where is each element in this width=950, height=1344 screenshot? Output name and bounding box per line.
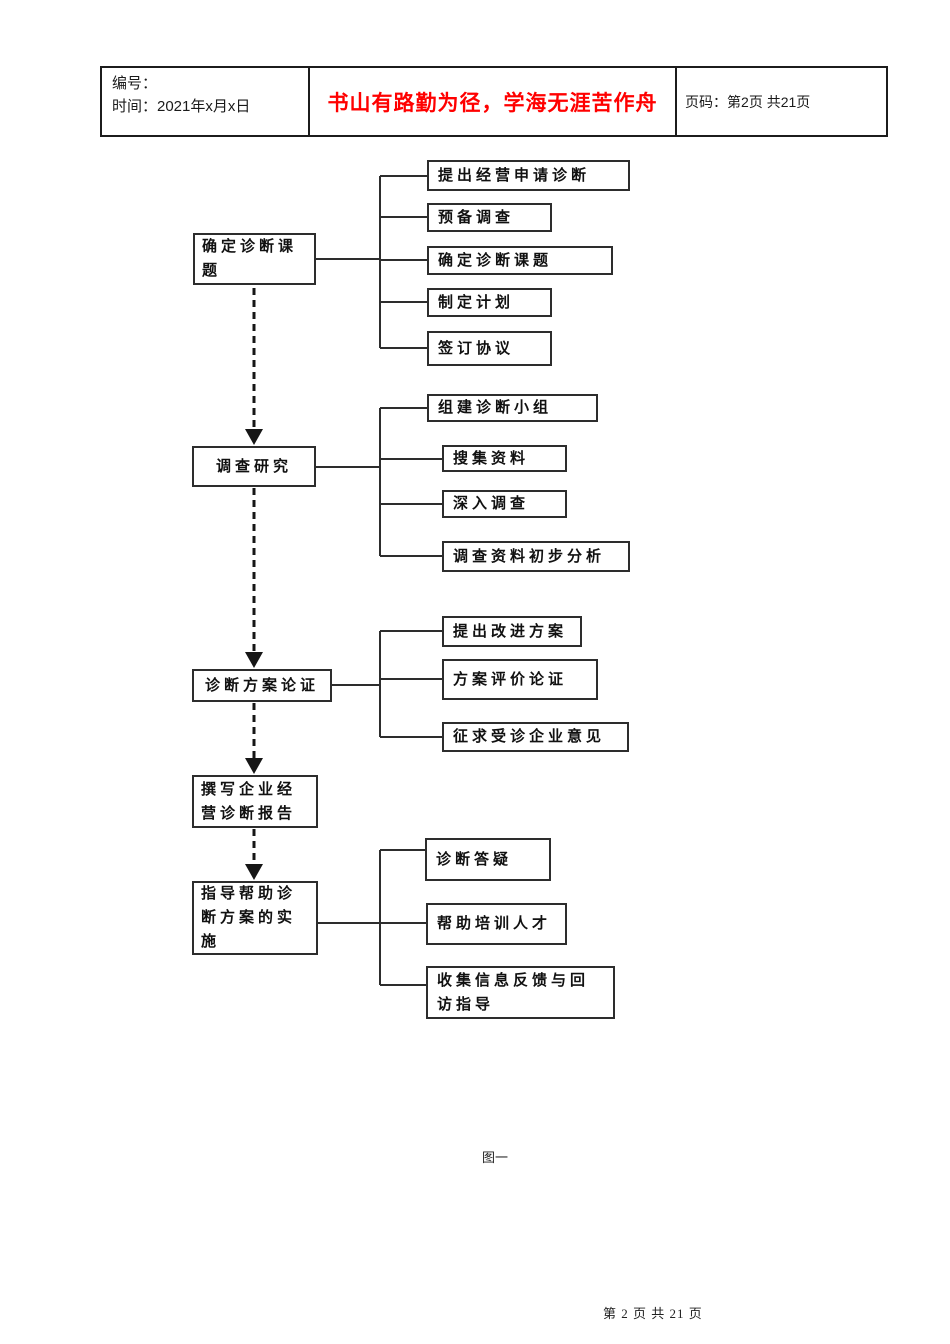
step-box: 调查资料初步分析 xyxy=(442,541,630,572)
stage-box-guide-implementation: 指导帮助诊断方案的实施 xyxy=(192,881,318,955)
header-page-cell: 页码：第2页 共21页 xyxy=(675,68,886,135)
stage-box-write-report: 撰写企业经营诊断报告 xyxy=(192,775,318,828)
step-box: 制定计划 xyxy=(427,288,552,317)
header-table: 编号： 时间：2021年x月x日 书山有路勤为径，学海无涯苦作舟 页码：第2页 … xyxy=(100,66,888,137)
step-box: 确定诊断课题 xyxy=(427,246,613,275)
arrowhead-icon xyxy=(245,758,263,774)
step-box: 提出改进方案 xyxy=(442,616,582,647)
arrowhead-icon xyxy=(245,652,263,668)
header-date-label: 时间：2021年x月x日 xyxy=(112,98,251,115)
header-motto: 书山有路勤为径，学海无涯苦作舟 xyxy=(327,90,658,115)
step-box: 方案评价论证 xyxy=(442,659,598,700)
step-box: 深入调查 xyxy=(442,490,567,518)
stage-box-plan-demonstration: 诊断方案论证 xyxy=(192,669,332,702)
arrowhead-icon xyxy=(245,864,263,880)
step-box: 征求受诊企业意见 xyxy=(442,722,629,752)
figure-caption: 图一 xyxy=(481,1150,508,1165)
step-box: 提出经营申请诊断 xyxy=(427,160,630,191)
step-box: 诊断答疑 xyxy=(425,838,551,881)
header-motto-cell: 书山有路勤为径，学海无涯苦作舟 xyxy=(307,68,675,135)
page-footer: 第 2 页 共 21 页 xyxy=(603,1306,703,1321)
step-box: 预备调查 xyxy=(427,203,552,232)
stage-box-investigation: 调查研究 xyxy=(192,446,316,487)
step-box: 签订协议 xyxy=(427,331,552,366)
step-box: 组建诊断小组 xyxy=(427,394,598,422)
step-box: 帮助培训人才 xyxy=(426,903,567,945)
header-meta-cell: 编号： 时间：2021年x月x日 xyxy=(102,68,308,135)
header-page-label: 页码：第2页 共21页 xyxy=(685,93,811,110)
step-box: 收集信息反馈与回访指导 xyxy=(426,966,615,1019)
arrowhead-icon xyxy=(245,429,263,445)
step-box: 搜集资料 xyxy=(442,445,567,472)
header-number-label: 编号： xyxy=(112,75,158,92)
stage-box-define-topic: 确定诊断课题 xyxy=(193,233,316,285)
